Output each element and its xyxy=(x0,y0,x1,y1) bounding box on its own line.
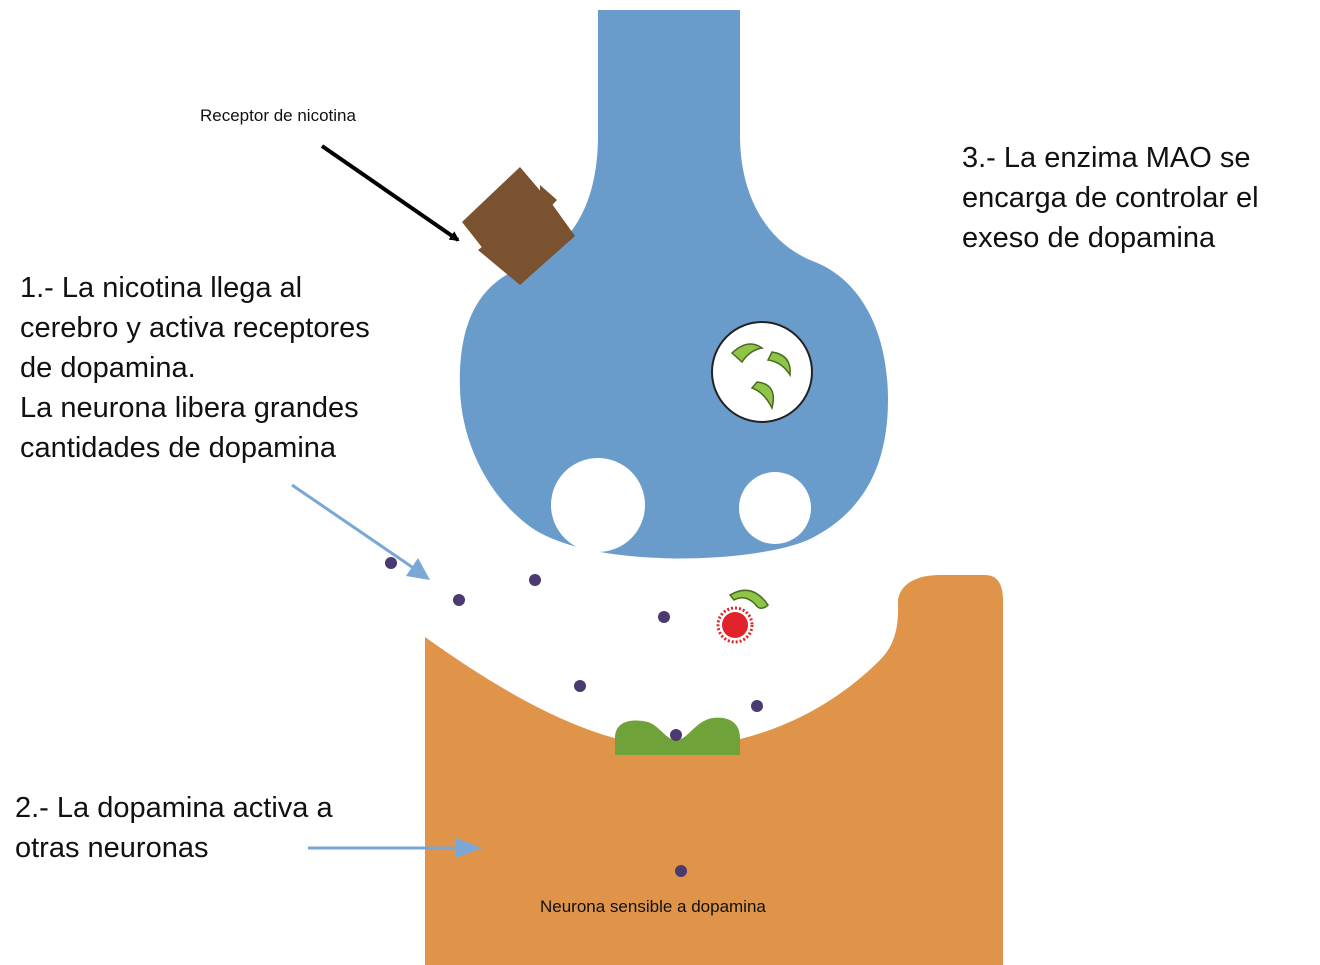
dopamine-molecule xyxy=(385,557,397,569)
step2-line: otras neuronas xyxy=(15,832,209,864)
vesicle-fusion-opening-small xyxy=(739,472,811,544)
blue-pointer-arrows xyxy=(291,483,482,858)
step3-line: 3.- La enzima MAO se xyxy=(962,142,1251,174)
step1-line: de dopamina. xyxy=(20,352,196,384)
receptor-nicotina-label: Receptor de nicotina xyxy=(200,106,356,125)
presynaptic-neuron xyxy=(459,10,888,559)
step3-line: encarga de controlar el xyxy=(962,182,1259,214)
step3-text: 3.- La enzima MAO se encarga de controla… xyxy=(962,138,1259,258)
dopamine-molecule xyxy=(574,680,586,692)
dopamine-molecule xyxy=(751,700,763,712)
vesicle-fusion-opening-large xyxy=(551,458,645,552)
vesicle-content-1 xyxy=(730,343,764,364)
step1-line: cerebro y activa receptores xyxy=(20,312,370,344)
step3-line: exeso de dopamina xyxy=(962,222,1216,254)
vesicle-content-2 xyxy=(766,351,791,378)
vesicle-content-3 xyxy=(750,381,775,411)
step1-text: 1.- La nicotina llega al cerebro y activ… xyxy=(20,268,370,468)
dopamine-molecule xyxy=(529,574,541,586)
step2-line: 2.- La dopamina activa a xyxy=(15,792,333,824)
dopamine-fragment xyxy=(728,589,769,609)
receptor-pointer-arrow xyxy=(320,144,460,242)
step1-arrow xyxy=(291,483,413,569)
dopamine-molecules xyxy=(385,557,763,877)
vesicle xyxy=(711,321,813,423)
nicotine-receptor xyxy=(462,167,575,285)
step1-line: La neurona libera grandes xyxy=(20,392,359,424)
dopamine-molecule xyxy=(670,729,682,741)
dopamine-molecule xyxy=(453,594,465,606)
dopamine-molecule xyxy=(658,611,670,623)
step1-line: cantidades de dopamina xyxy=(20,432,337,464)
dopamine-receptor xyxy=(615,717,740,755)
mao-enzyme xyxy=(716,606,754,644)
step2-text: 2.- La dopamina activa a otras neuronas xyxy=(15,788,333,868)
neurona-sensible-label: Neurona sensible a dopamina xyxy=(540,897,766,916)
postsynaptic-neuron xyxy=(425,575,1003,965)
dopamine-molecule xyxy=(675,865,687,877)
step1-line: 1.- La nicotina llega al xyxy=(20,272,303,304)
